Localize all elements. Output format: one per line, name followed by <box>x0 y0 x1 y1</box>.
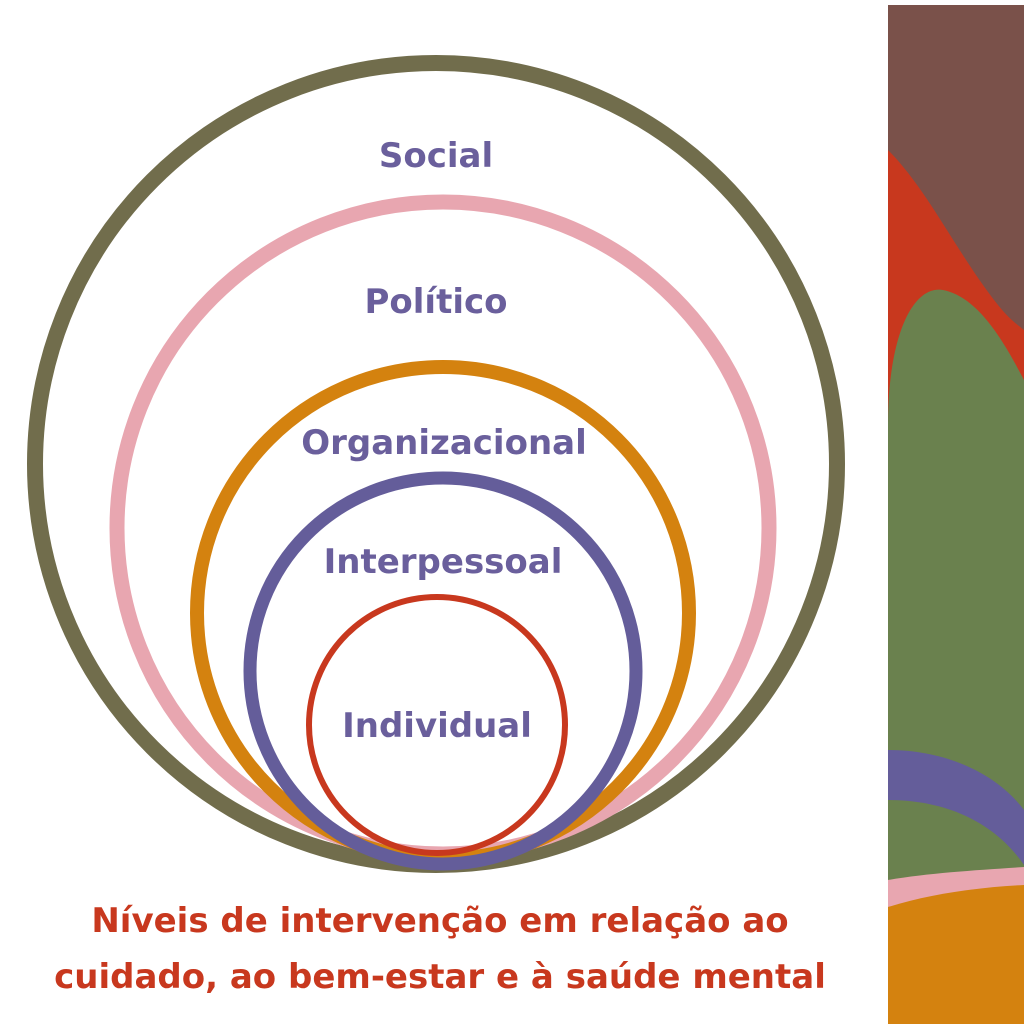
label-interpessoal: Interpessoal <box>324 542 563 582</box>
side-panel-orange-area <box>888 885 1024 1024</box>
diagram-caption: Níveis de intervenção em relação ao cuid… <box>0 893 880 1005</box>
decorative-side-panel <box>888 5 1024 1024</box>
label-organizacional: Organizacional <box>301 423 587 463</box>
caption-line-1: Níveis de intervenção em relação ao <box>91 901 789 941</box>
caption-line-2: cuidado, ao bem-estar e à saúde mental <box>54 957 826 997</box>
nested-circles-diagram: Social Político Organizacional Interpess… <box>27 55 845 873</box>
ring-interpessoal <box>243 471 643 871</box>
label-politico: Político <box>364 282 507 322</box>
label-social: Social <box>379 136 493 176</box>
label-individual: Individual <box>342 706 532 746</box>
ring-individual <box>306 594 568 856</box>
